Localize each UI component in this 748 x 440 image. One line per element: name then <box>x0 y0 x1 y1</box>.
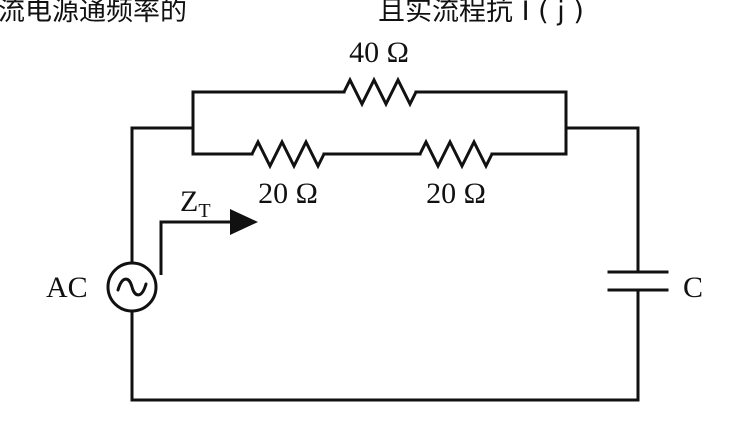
wire-left-upper <box>130 126 195 264</box>
resistor-40-ohm <box>342 76 418 108</box>
wire-left-lower <box>130 288 640 402</box>
label-ac: AC <box>46 271 88 304</box>
label-resistor-20-left: 20 Ω <box>258 177 318 210</box>
header-text-right: 且实流程抗 I ( j ) <box>378 0 584 27</box>
resistor-20-ohm-left <box>250 138 326 170</box>
label-impedance: ZT <box>180 185 211 222</box>
header-text-left: 流电源通频率的 <box>0 0 187 27</box>
impedance-symbol: Z <box>180 185 198 218</box>
wire-right-upper <box>564 126 640 274</box>
arrow-head-icon <box>230 209 258 235</box>
sine-wave-icon <box>116 277 148 297</box>
impedance-subscript: T <box>198 200 210 222</box>
resistor-20-ohm-right <box>418 138 494 170</box>
impedance-arrow-line <box>159 220 232 275</box>
label-capacitor: C <box>683 271 703 304</box>
label-resistor-40: 40 Ω <box>349 36 409 69</box>
label-resistor-20-right: 20 Ω <box>426 177 486 210</box>
